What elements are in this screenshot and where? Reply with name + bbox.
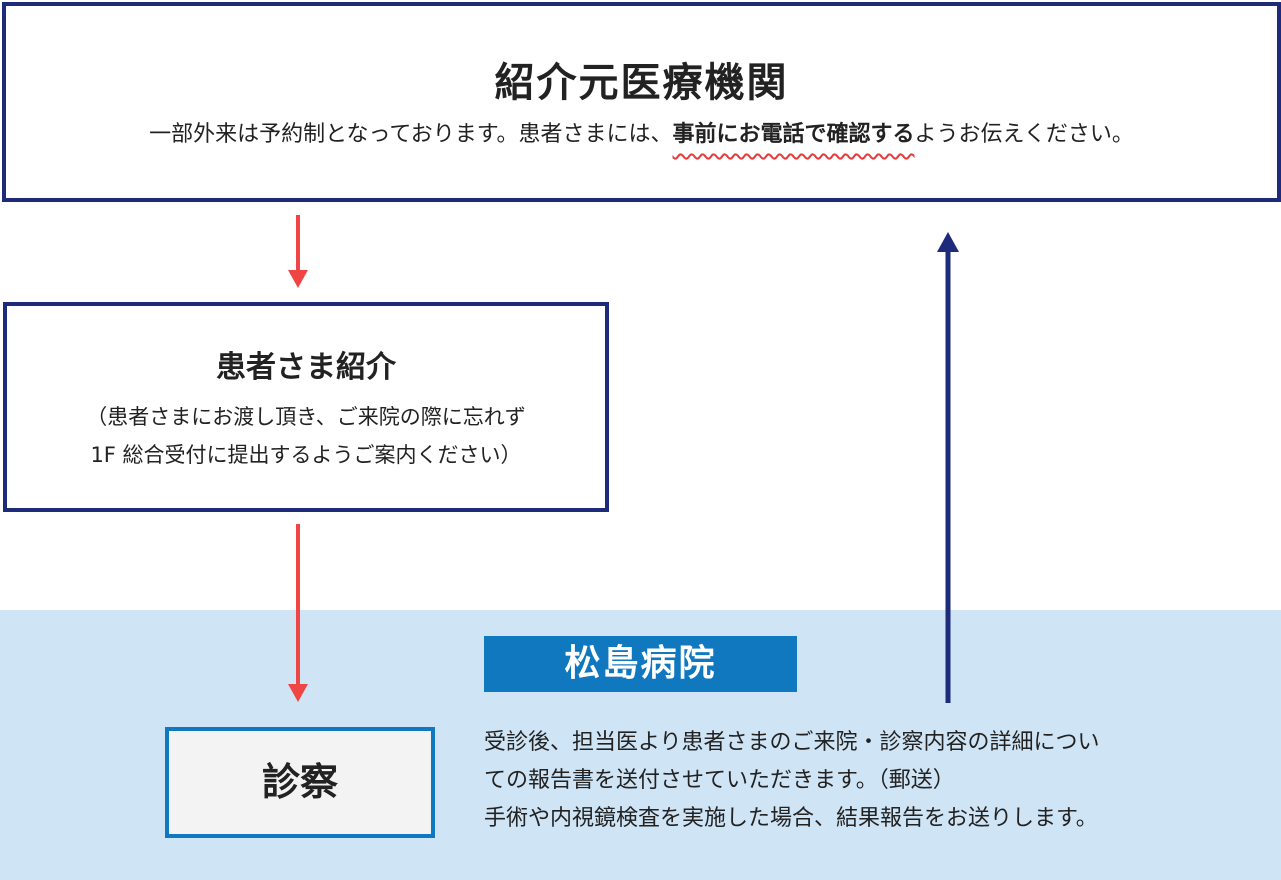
patient-referral-note-line-2: 1F 総合受付に提出するようご案内ください） bbox=[90, 443, 522, 467]
referral-source-note-emphasis: 事前にお電話で確認する bbox=[672, 122, 915, 147]
hospital-name-badge: 松島病院 bbox=[484, 636, 797, 692]
referral-source-box: 紹介元医療機関 一部外来は予約制となっております。患者さまには、事前にお電話で確… bbox=[2, 2, 1281, 202]
report-note: 受診後、担当医より患者さまのご来院・診察内容の詳細につい ての報告書を送付させて… bbox=[484, 724, 1264, 838]
report-note-line-2: ての報告書を送付させていただきます。（郵送） bbox=[484, 768, 955, 793]
referral-source-note: 一部外来は予約制となっております。患者さまには、事前にお電話で確認するようお伝え… bbox=[6, 116, 1277, 148]
referral-source-note-before: 一部外来は予約制となっております。患者さまには、 bbox=[149, 122, 673, 147]
report-note-line-1: 受診後、担当医より患者さまのご来院・診察内容の詳細につい bbox=[484, 730, 1100, 755]
patient-referral-box: 患者さま紹介 （患者さまにお渡し頂き、ご来院の際に忘れず 1F 総合受付に提出す… bbox=[3, 302, 609, 512]
examination-box: 診察 bbox=[165, 727, 435, 838]
patient-referral-title: 患者さま紹介 bbox=[216, 350, 396, 385]
arrow-source-to-referral bbox=[288, 215, 308, 288]
patient-referral-note: （患者さまにお渡し頂き、ご来院の際に忘れず 1F 総合受付に提出するようご案内く… bbox=[7, 398, 605, 474]
referral-source-note-after: ようお伝えください。 bbox=[914, 122, 1134, 147]
referral-source-title: 紹介元医療機関 bbox=[494, 60, 789, 106]
patient-referral-note-line-1: （患者さまにお渡し頂き、ご来院の際に忘れず bbox=[86, 405, 526, 429]
report-note-line-3: 手術や内視鏡検査を実施した場合、結果報告をお送りします。 bbox=[484, 806, 1098, 831]
